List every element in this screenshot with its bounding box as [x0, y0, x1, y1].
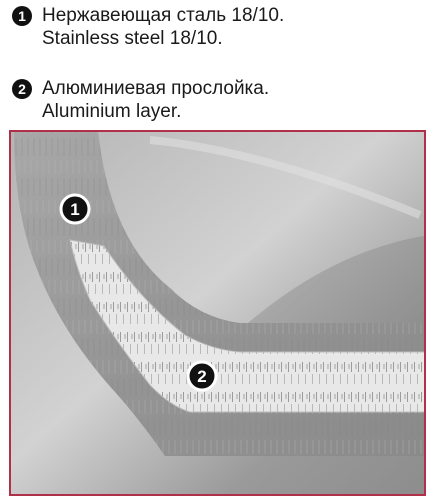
- marker-2-label: 2: [197, 367, 206, 386]
- legend-steel-ru: Нержавеющая сталь 18/10.: [42, 5, 285, 26]
- legend-item-steel: 1 Нержавеющая сталь 18/10. Stainless ste…: [12, 4, 422, 50]
- cross-section-layers: [10, 131, 425, 495]
- number-1-badge: 1: [12, 6, 32, 26]
- marker-1: 1: [59, 193, 91, 225]
- legend-aluminium-ru: Алюминиевая прослойка.: [42, 78, 270, 99]
- legend-text-aluminium: Алюминиевая прослойка. Aluminium layer.: [42, 77, 269, 123]
- legend-aluminium-en: Aluminium layer.: [42, 101, 182, 122]
- legend-text-steel: Нержавеющая сталь 18/10. Stainless steel…: [42, 4, 284, 50]
- pan-cross-section-diagram: 1 2: [0, 126, 435, 500]
- legend-row-aluminium: 2 Алюминиевая прослойка. Aluminium layer…: [12, 77, 422, 123]
- marker-2-circle: [186, 360, 218, 392]
- legend-steel-en: Stainless steel 18/10.: [42, 28, 223, 49]
- marker-1-label: 1: [70, 200, 79, 219]
- pan-inner-shadow: [240, 235, 425, 330]
- diagram-frame: [9, 130, 426, 496]
- legend-row-steel: 1 Нержавеющая сталь 18/10. Stainless ste…: [12, 4, 422, 50]
- cross-section-svg: 1 2: [9, 130, 426, 496]
- pan-inner-highlight: [149, 136, 422, 219]
- number-2-badge: 2: [12, 79, 32, 99]
- marker-2: 2: [186, 360, 218, 392]
- legend-item-aluminium: 2 Алюминиевая прослойка. Aluminium layer…: [12, 77, 422, 123]
- marker-1-circle: [59, 193, 91, 225]
- aluminium-layer: [69, 239, 425, 413]
